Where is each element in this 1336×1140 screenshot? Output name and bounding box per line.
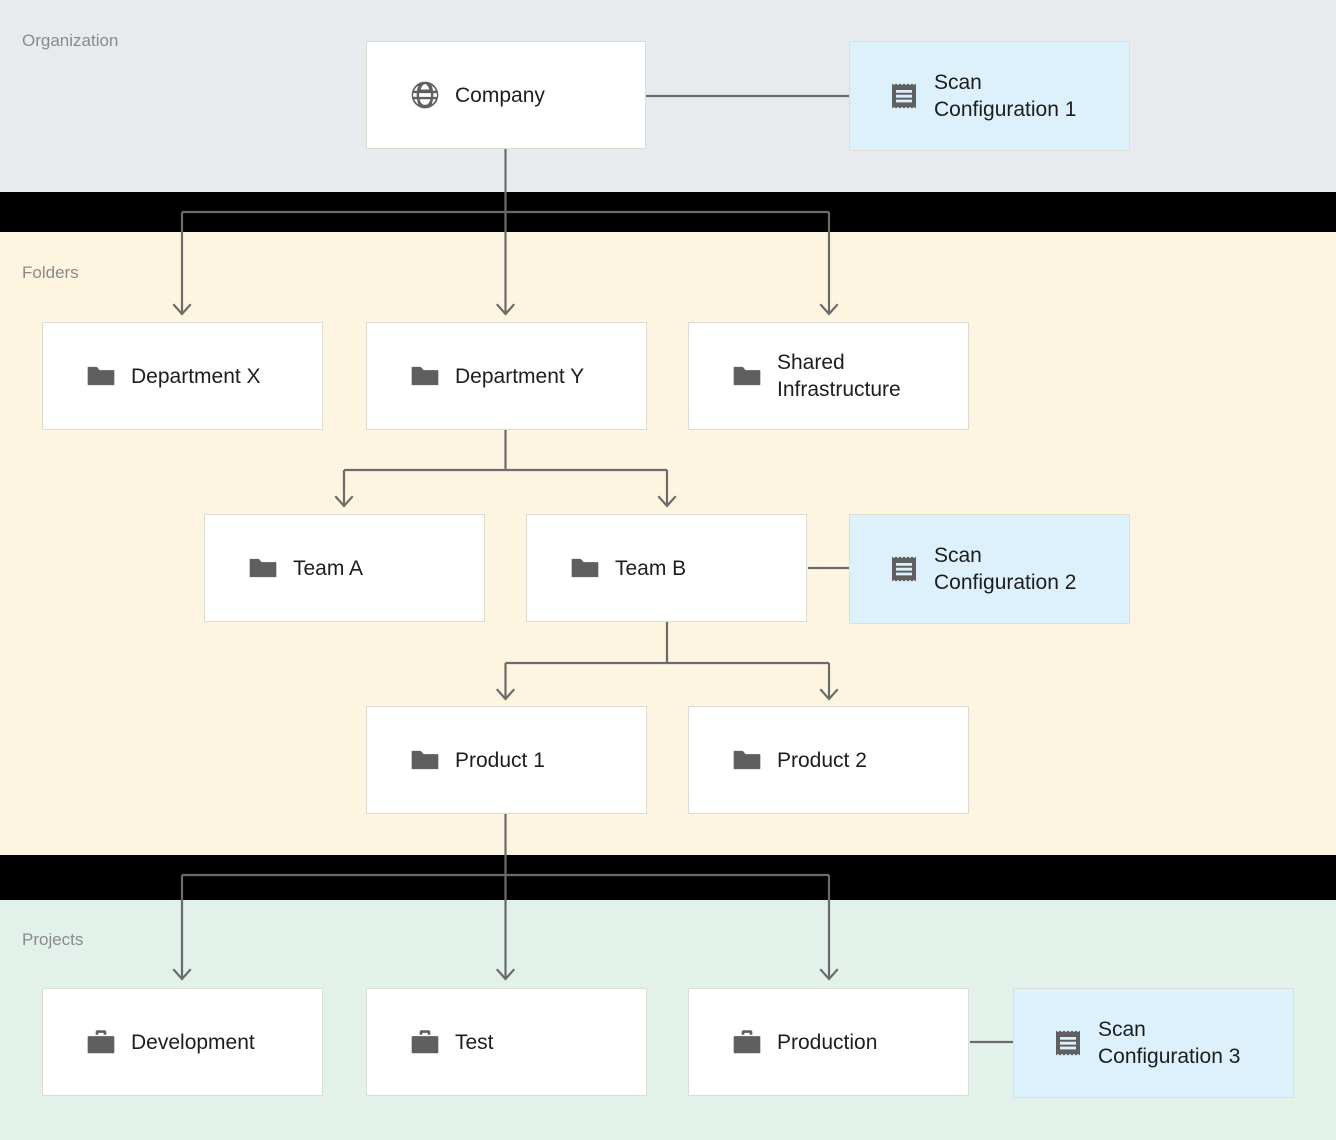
node-product-1-label: Product 1 [455, 748, 545, 772]
node-shared-infrastructure[interactable]: Shared Infrastructure [688, 322, 969, 430]
node-production-label: Production [777, 1030, 878, 1054]
node-department-x[interactable]: Department X [42, 322, 323, 430]
band-organization [0, 0, 1336, 192]
node-production-content: Production [689, 1026, 877, 1058]
node-team-a-label: Team A [293, 556, 364, 580]
band-label-projects: Projects [22, 930, 84, 949]
node-team-a[interactable]: Team A [204, 514, 485, 622]
node-company-label: Company [455, 83, 545, 107]
node-product-2-label: Product 2 [777, 748, 867, 772]
node-product-1[interactable]: Product 1 [366, 706, 647, 814]
node-development[interactable]: Development [42, 988, 323, 1096]
briefcase-icon [733, 1030, 761, 1054]
node-product-1-content: Product 1 [367, 744, 545, 776]
folder-icon [411, 750, 439, 770]
globe-icon [411, 81, 439, 109]
node-shared-infrastructure-content: Shared Infrastructure [689, 349, 901, 403]
briefcase-icon [87, 1030, 115, 1054]
node-product-2-content: Product 2 [689, 744, 867, 776]
node-team-b[interactable]: Team B [526, 514, 807, 622]
node-company[interactable]: Company [366, 41, 646, 149]
receipt-icon [1056, 1030, 1080, 1056]
node-department-x-label: Department X [131, 364, 261, 388]
folder-icon [733, 750, 761, 770]
node-product-2[interactable]: Product 2 [688, 706, 969, 814]
folder-icon [571, 558, 599, 578]
receipt-icon [892, 83, 916, 109]
band-label-organization: Organization [22, 31, 119, 50]
node-team-b-content: Team B [527, 552, 686, 584]
band-gap-lower [0, 855, 1336, 900]
band-label-folders: Folders [22, 263, 79, 282]
receipt-icon [892, 556, 916, 582]
node-scan-configuration-3-label: Scan Configuration 3 [1098, 1018, 1241, 1068]
node-department-y[interactable]: Department Y [366, 322, 647, 430]
node-shared-infrastructure-label: Shared Infrastructure [777, 351, 901, 401]
node-scan-configuration-1-label: Scan Configuration 1 [934, 71, 1077, 121]
node-scan-configuration-2-content: Scan Configuration 2 [850, 542, 1076, 596]
node-scan-configuration-3[interactable]: Scan Configuration 3 [1013, 988, 1294, 1098]
node-production[interactable]: Production [688, 988, 969, 1096]
node-scan-configuration-3-content: Scan Configuration 3 [1014, 1016, 1240, 1070]
node-development-content: Development [43, 1026, 255, 1058]
node-scan-configuration-2-label: Scan Configuration 2 [934, 544, 1077, 594]
node-scan-configuration-2[interactable]: Scan Configuration 2 [849, 514, 1130, 624]
node-team-a-content: Team A [205, 552, 363, 584]
folder-icon [87, 366, 115, 386]
node-test-label: Test [455, 1030, 494, 1054]
folder-icon [411, 366, 439, 386]
node-department-y-label: Department Y [455, 364, 585, 388]
folder-icon [733, 366, 761, 386]
node-development-label: Development [131, 1030, 255, 1054]
node-test-content: Test [367, 1026, 494, 1058]
node-department-x-content: Department X [43, 360, 261, 392]
node-test[interactable]: Test [366, 988, 647, 1096]
briefcase-icon [411, 1030, 439, 1054]
node-scan-configuration-1[interactable]: Scan Configuration 1 [849, 41, 1130, 151]
band-gap-upper [0, 192, 1336, 232]
node-team-b-label: Team B [615, 556, 687, 580]
node-scan-configuration-1-content: Scan Configuration 1 [850, 69, 1076, 123]
node-department-y-content: Department Y [367, 360, 584, 392]
folder-icon [249, 558, 277, 578]
node-company-content: Company [367, 79, 545, 111]
